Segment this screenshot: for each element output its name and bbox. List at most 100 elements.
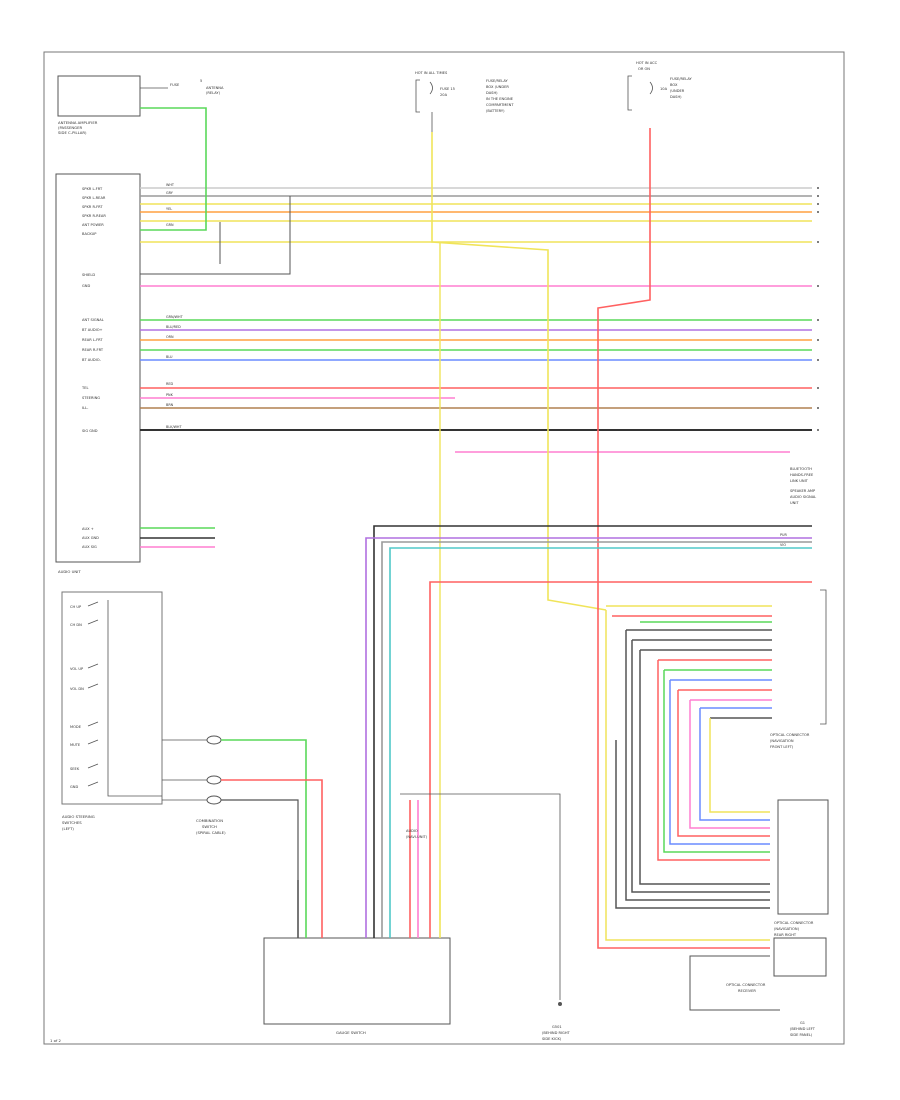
audio-unit-box xyxy=(55,173,141,563)
wire-tags: WHT GRY GRN YEL RED BLK/WHT BLU/RED PNK … xyxy=(166,183,788,547)
combo-caption-1: COMBINATION xyxy=(196,818,223,823)
wire-gauge-gray xyxy=(381,541,812,880)
amp-vert-3 xyxy=(639,650,770,885)
wire-hot-run-yellow xyxy=(431,132,607,611)
antenna-amplifier-box xyxy=(57,75,141,117)
dsp-bracket xyxy=(400,793,561,1000)
wire-gauge-red xyxy=(429,581,812,880)
hot-run-desc-6: (BATTERY) xyxy=(486,109,505,113)
wire-antenna-green xyxy=(140,107,207,231)
spiral-connector-3 xyxy=(206,795,222,805)
amp-vert-10 xyxy=(709,718,770,813)
pin-label-19: STEERING xyxy=(82,396,100,400)
wire-tag: BLU xyxy=(166,355,173,359)
wire-tag: ORN xyxy=(166,335,174,339)
steering-caption-3: (LEFT) xyxy=(62,826,74,831)
amp-verticals xyxy=(615,630,770,909)
hot-acc-bracket xyxy=(627,75,632,111)
hot-run-amp: 20A xyxy=(440,93,448,97)
switch-label-4: VOL DN xyxy=(70,687,84,691)
pin-label-14: REAR L-FRT xyxy=(82,338,103,342)
hot-acc-desc-4: DASH) xyxy=(670,95,682,99)
audio-unit-pin-labels: SPKR L-FRT SPKR L-REAR SPKR R-FRT SPKR R… xyxy=(81,187,106,549)
amp-caption-1: OPTICAL CONNECTOR xyxy=(770,733,810,737)
wire-tag: GRY xyxy=(166,191,174,195)
ground-point xyxy=(558,1002,562,1006)
page-ref: 1 of 2 xyxy=(50,1038,61,1043)
amp-vert-2 xyxy=(631,640,770,893)
pin-label-5: ANT POWER xyxy=(82,223,104,227)
hot-run-bracket xyxy=(415,79,420,113)
amp-caption-2: (NAVIGATION xyxy=(770,739,794,743)
wire-shield xyxy=(140,196,291,275)
pin-label-12: ANT SIGNAL xyxy=(82,318,104,322)
hot-acc-desc-1: FUSE/RELAY xyxy=(670,77,692,81)
wire-gauge-purple xyxy=(365,537,812,880)
switch-label-1: CH UP xyxy=(70,605,82,609)
ground-ref-3: SIDE KICK) xyxy=(542,1037,562,1041)
hot-run-fuse: FUSE 15 xyxy=(440,87,455,91)
wire-tag: GRN/WHT xyxy=(166,315,184,319)
terminal xyxy=(817,407,819,409)
optical-connector-right xyxy=(777,799,829,915)
switch-contact xyxy=(87,601,99,787)
hot-acc-desc-3: (UNDER xyxy=(670,89,685,93)
switch-label-5: MODE xyxy=(70,725,82,729)
wire-spiral-red xyxy=(221,779,323,880)
antenna-fuse-ref-2: 5 xyxy=(200,79,202,83)
wire-tag: BLK/WHT xyxy=(166,425,182,429)
aux-label-3: AUX SIG xyxy=(82,545,97,549)
amp-harness xyxy=(606,605,772,719)
terminal xyxy=(817,359,819,361)
terminal xyxy=(817,203,819,205)
terminal xyxy=(817,339,819,341)
ground-bottom-2: (BEHIND LEFT xyxy=(790,1027,816,1031)
pin-label-1: SPKR L-FRT xyxy=(82,187,103,191)
amp-vert-9 xyxy=(699,708,770,821)
gauge-harness xyxy=(365,525,812,880)
antenna-caption-3: SIDE C-PILLAR) xyxy=(58,130,87,135)
bluetooth-note-1: BLUETOOTH xyxy=(790,467,812,471)
hot-acc-fuse-symbol xyxy=(649,81,653,95)
audio-unit-label: AUDIO UNIT xyxy=(58,569,81,574)
aux-label-2: AUX GND xyxy=(82,536,99,540)
wire-tag: YEL xyxy=(166,207,172,211)
wire-tag: WHT xyxy=(166,183,175,187)
amp-vert-4 xyxy=(657,660,770,861)
switch-bus xyxy=(107,600,162,797)
hot-acc-title-2: OR ON xyxy=(638,67,650,71)
switch-label-3: VOL UP xyxy=(70,667,84,671)
optical-bottom-1: OPTICAL CONNECTOR xyxy=(726,983,766,987)
wire-hot-acc-red xyxy=(597,128,770,949)
ground-ref-1: G501 xyxy=(552,1025,562,1029)
amp-caption-3: FRONT LEFT) xyxy=(770,745,794,749)
ground-bottom-1: G1 xyxy=(800,1021,805,1025)
hot-run-desc-4: IN THE ENGINE xyxy=(486,97,514,101)
wire-tag: RED xyxy=(166,382,173,386)
terminal xyxy=(817,187,819,189)
steering-switch-box xyxy=(61,591,163,805)
pin-label-18: TEL xyxy=(81,386,88,390)
optical-connector-bottom xyxy=(773,937,827,977)
antenna-fuse-ref-4: (RELAY) xyxy=(206,91,221,95)
hot-acc-title-1: HOT IN ACC xyxy=(636,61,658,65)
switch-label-2: CH DN xyxy=(70,623,82,627)
antenna-caption-2: (PASSENGER xyxy=(58,125,83,130)
optical-right-1: OPTICAL CONNECTOR xyxy=(774,921,814,925)
spiral-cable xyxy=(162,735,222,805)
hot-run-desc-2: BOX (UNDER xyxy=(486,85,509,89)
amp-vert-6 xyxy=(669,680,770,845)
amp-vert-1 xyxy=(625,630,770,901)
pin-label-6: BACKUP xyxy=(82,232,97,236)
amp-vert-5 xyxy=(663,670,770,853)
wire-tag: VIO xyxy=(780,543,786,547)
pin-label-4: SPKR R-REAR xyxy=(82,214,106,218)
antenna-caption-1: ANTENNA AMPLIFIER xyxy=(58,120,98,125)
wire-tag: BLU/RED xyxy=(166,325,181,329)
right-terminals xyxy=(817,187,819,431)
hot-run-desc-3: DASH) xyxy=(486,91,498,95)
terminal xyxy=(817,241,819,243)
hot-run-desc-1: FUSE/RELAY xyxy=(486,79,508,83)
wire-optical-yellow xyxy=(605,610,770,941)
